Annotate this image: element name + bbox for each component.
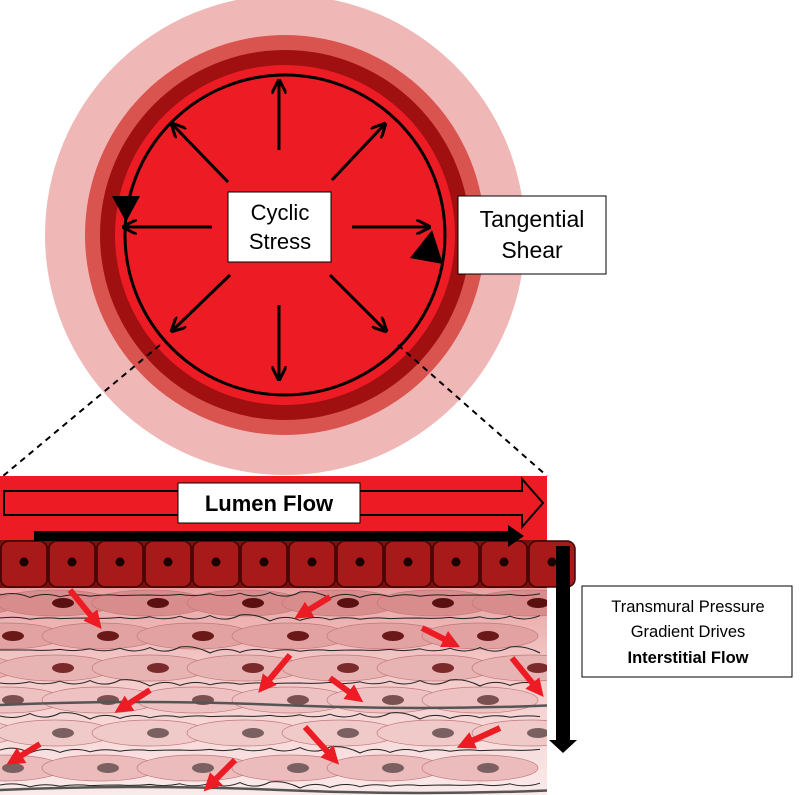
cyclic-stress-box	[227, 191, 332, 263]
tissue-cell-nucleus	[432, 728, 454, 738]
tissue-cell-nucleus	[382, 763, 404, 773]
shear-flow-bar	[34, 531, 512, 541]
transmural-text-3: Interstitial Flow	[627, 649, 748, 667]
cell-nucleus	[355, 557, 365, 567]
shear-arrowhead-right	[410, 230, 443, 264]
cell-nucleus	[115, 557, 125, 567]
interstitial-flow-arrow	[114, 687, 152, 713]
tissue-cell-nucleus	[52, 663, 74, 673]
cell-nucleus	[163, 557, 173, 567]
transmural-text-1: Transmural Pressure	[611, 598, 764, 616]
stress-arrow-down-left	[173, 273, 232, 330]
tangential-shear-circle	[123, 73, 447, 397]
tissue-cell-nucleus	[147, 728, 169, 738]
cell-nucleus	[547, 557, 557, 567]
tangential-shear-box	[457, 195, 607, 275]
tissue-cell-nucleus	[337, 663, 359, 673]
interstitial-flow-arrow	[67, 588, 102, 629]
tissue-cell-nucleus	[192, 763, 214, 773]
interstitial-flow-arrow	[6, 741, 42, 765]
cell-nucleus	[211, 557, 221, 567]
tissue-cell-nucleus	[242, 598, 264, 608]
tangential-shear-label: Tangential Shear	[457, 195, 607, 275]
interstitial-flow-arrow	[203, 757, 238, 792]
interstitial-flow-arrow	[302, 724, 340, 765]
interstitial-flow-arrows	[6, 588, 544, 792]
tissue-cell-nucleus	[432, 598, 454, 608]
cyclic-stress-arrows	[125, 82, 428, 378]
tissue-cell-nucleus	[527, 598, 547, 608]
transmural-label: Transmural Pressure Gradient Drives Inte…	[581, 585, 793, 678]
tangential-shear-text-2: Shear	[501, 237, 563, 263]
transmural-text-2: Gradient Drives	[631, 623, 746, 641]
elastic-fiber	[0, 700, 547, 710]
zoom-lines	[2, 344, 548, 477]
transmural-box	[581, 585, 793, 678]
tissue-cell-nucleus	[52, 728, 74, 738]
stress-arrow-up-right	[330, 125, 384, 182]
tissue-cell-nucleus	[192, 631, 214, 641]
tissue-cell	[471, 589, 547, 617]
tissue-cell-nucleus	[337, 728, 359, 738]
cell-nucleus	[67, 557, 77, 567]
lumen-flow-text: Lumen Flow	[205, 491, 334, 516]
tissue-cell-nucleus	[97, 695, 119, 705]
tissue-cell-nucleus	[242, 663, 264, 673]
collagen-fiber	[0, 712, 541, 720]
tissue-cell-nucleus	[287, 695, 309, 705]
cell-nucleus	[499, 557, 509, 567]
tissue-cell-nucleus	[527, 728, 547, 738]
cyclic-stress-text-2: Stress	[249, 229, 311, 254]
tissue-cell-nucleus	[147, 663, 169, 673]
tissue-cell-nucleus	[2, 763, 24, 773]
collagen-fiber	[0, 781, 541, 789]
tissue-cell-nucleus	[337, 598, 359, 608]
interstitial-flow-arrow	[294, 594, 332, 619]
cell-nucleus	[19, 557, 29, 567]
tissue-cell-nucleus	[382, 695, 404, 705]
interstitial-flow-arrow	[509, 656, 544, 697]
collagen-fiber	[0, 646, 541, 654]
collagen-fiber	[0, 746, 541, 754]
tissue-cell-nucleus	[477, 695, 499, 705]
vessel-wall-section: Lumen Flow	[0, 476, 576, 795]
elastic-fiber	[0, 785, 547, 795]
interstitial-flow-arrow	[456, 725, 502, 749]
tissue-cell-nucleus	[382, 631, 404, 641]
cell-nucleus	[259, 557, 269, 567]
interstitial-flow-arrow	[328, 675, 364, 703]
cell-nucleus	[307, 557, 317, 567]
tissue-cell-nucleus	[287, 631, 309, 641]
tissue-cell-nucleus	[52, 598, 74, 608]
shear-arrowhead-left	[112, 196, 140, 222]
tissue-cell-nucleus	[477, 763, 499, 773]
tangential-shear-text-1: Tangential	[480, 206, 585, 232]
interstitial-flow-arrow	[420, 625, 461, 648]
interstitial-flow-arrow	[258, 653, 293, 693]
lumen-flow-box	[177, 482, 361, 524]
tissue-cell-nucleus	[97, 763, 119, 773]
cell-nucleus	[451, 557, 461, 567]
tissue-cell-nucleus	[287, 763, 309, 773]
tissue-cell-nucleus	[477, 631, 499, 641]
cyclic-stress-text-1: Cyclic	[251, 200, 310, 225]
cell-nucleus	[403, 557, 413, 567]
tissue-cell-nucleus	[432, 663, 454, 673]
tissue-cell-nucleus	[97, 631, 119, 641]
tissue-cell-nucleus	[2, 631, 24, 641]
transmural-pressure-arrow	[549, 546, 577, 753]
shear-flow-head	[508, 525, 524, 547]
extracellular-fibers	[0, 591, 547, 795]
tissue-cell-nucleus	[527, 663, 547, 673]
collagen-fiber	[0, 591, 541, 599]
tissue-cell-nucleus	[147, 598, 169, 608]
tissue-cell-nucleus	[242, 728, 264, 738]
tissue-cell-nucleus	[2, 695, 24, 705]
stress-arrow-up-left	[173, 125, 230, 184]
cyclic-stress-label: Cyclic Stress	[227, 191, 332, 263]
stress-arrow-down-right	[328, 273, 385, 330]
